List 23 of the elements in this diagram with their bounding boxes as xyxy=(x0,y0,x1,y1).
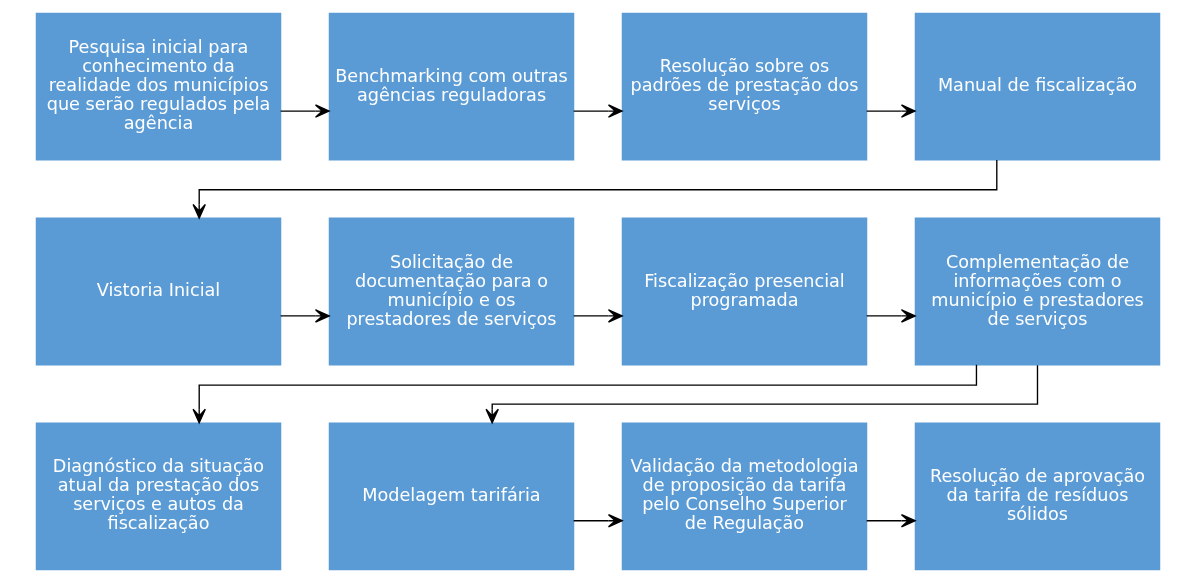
node-box: Resolução de aprovação da tarifa de resíduos sólidos xyxy=(914,422,1160,571)
arrow xyxy=(191,364,977,424)
arrow xyxy=(572,309,623,323)
arrow xyxy=(279,309,330,323)
arrow xyxy=(865,513,916,528)
arrow xyxy=(572,104,623,118)
arrow xyxy=(865,309,916,323)
arrow xyxy=(191,159,997,219)
node-box: Modelagem tarifária xyxy=(328,422,574,571)
node-box: Fiscalização presencial programada xyxy=(621,217,867,366)
arrow xyxy=(865,104,916,118)
node-box: Vistoria Inicial xyxy=(35,217,281,366)
arrow xyxy=(279,104,330,118)
node-box: Validação da metodologia de proposição da tarifa pelo Conselho Superior de Regulação xyxy=(621,422,867,571)
arrow xyxy=(572,513,623,528)
node-box: Manual de fiscalização xyxy=(914,12,1160,161)
arrow xyxy=(484,364,1038,424)
node-box: Benchmarking com outras agências reguladoras xyxy=(328,12,574,161)
node-box: Resolução sobre os padrões de prestação dos serviços xyxy=(621,12,867,161)
node-box: Solicitação de documentação para o município e os prestadores de serviços xyxy=(328,217,574,366)
node-box: Diagnóstico da situação atual da prestação dos serviços e autos da fiscalização xyxy=(35,422,281,571)
node-box: Pesquisa inicial para conhecimento da realidade dos municípios que serão regulados pela agência xyxy=(35,12,281,161)
node-box: Complementação de informações com o município e prestadores de serviços xyxy=(914,217,1160,366)
